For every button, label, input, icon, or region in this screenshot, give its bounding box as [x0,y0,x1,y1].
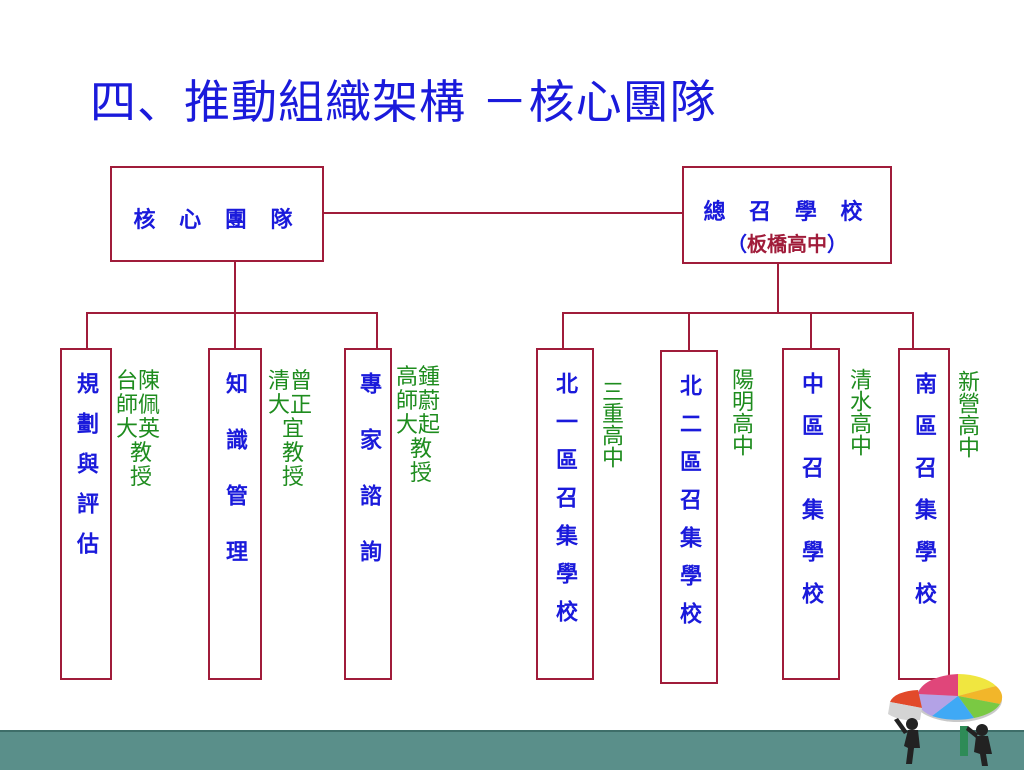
note-line: 授 [268,465,304,490]
core-team-box: 核 心 團 隊 [110,166,324,262]
group-label-planning: 規劃與評估 [73,372,99,572]
region-school-north1: 三重高中 [598,380,623,468]
connector-left-bar [86,312,378,314]
note-line: 台陳 [116,369,161,394]
region-school-central: 清水高中 [846,368,871,456]
convener-paren-open: （ [727,232,747,256]
convener-school: 板橋高中 [747,232,827,256]
note-line: 授 [396,461,432,486]
region-box-north2: 北二區召集學校 [660,350,718,684]
note-line: 教 [396,437,432,462]
group-box-expert: 專家諮詢 [344,348,392,680]
core-team-label: 核 心 團 隊 [133,207,301,233]
connector-core-down [234,262,236,312]
convener-label: 總 召 學 校 [703,199,871,225]
convener-sub: （板橋高中） [684,228,890,257]
region-label-north2: 北二區召集學校 [676,374,702,640]
note-line: 大起 [396,413,441,438]
group-box-knowledge: 知識管理 [208,348,262,680]
connector-left-drop-2 [234,312,236,348]
note-line: 高鍾 [396,365,441,390]
connector-right-drop-3 [810,312,812,348]
convener-box: 總 召 學 校 （板橋高中） [682,166,892,264]
group-box-planning: 規劃與評估 [60,348,112,680]
note-line: 師蔚 [396,389,441,414]
region-label-north1: 北一區召集學校 [552,372,578,638]
group-notes-planning: 台陳 師佩 大英 教 授 [116,370,160,490]
connector-left-drop-3 [376,312,378,348]
connector-right-drop-2 [688,312,690,350]
note-line: 教 [116,441,152,466]
group-label-expert: 專家諮詢 [356,372,382,596]
region-school-south: 新營高中 [954,370,979,458]
region-box-north1: 北一區召集學校 [536,348,594,680]
connector-right-drop-1 [562,312,564,348]
footer-band [0,730,1024,770]
note-line: 大正 [268,393,313,418]
region-box-south: 南區召集學校 [898,348,950,680]
note-line: 清曾 [268,369,313,394]
pie-figures-decoration-icon [888,674,1003,766]
note-line: 宜 [268,417,304,442]
connector-right-bar [562,312,914,314]
convener-paren-close: ） [827,232,847,256]
region-box-central: 中區召集學校 [782,348,840,680]
connector-right-drop-4 [912,312,914,348]
note-line: 師佩 [116,393,161,418]
region-label-south: 南區召集學校 [911,372,937,624]
note-line: 授 [116,465,152,490]
group-notes-expert: 高鍾 師蔚 大起 教 授 [396,366,440,486]
connector-convener-down [777,264,779,312]
connector-left-drop-1 [86,312,88,348]
note-line: 教 [268,441,304,466]
connector-core-convener [324,212,682,214]
region-school-north2: 陽明高中 [728,368,753,456]
page-title: 四、推動組織架構 －核心團隊 [90,75,717,129]
note-line: 大英 [116,417,161,442]
region-label-central: 中區召集學校 [798,372,824,624]
group-notes-knowledge: 清曾 大正 宜 教 授 [268,370,312,490]
group-label-knowledge: 知識管理 [222,372,248,596]
